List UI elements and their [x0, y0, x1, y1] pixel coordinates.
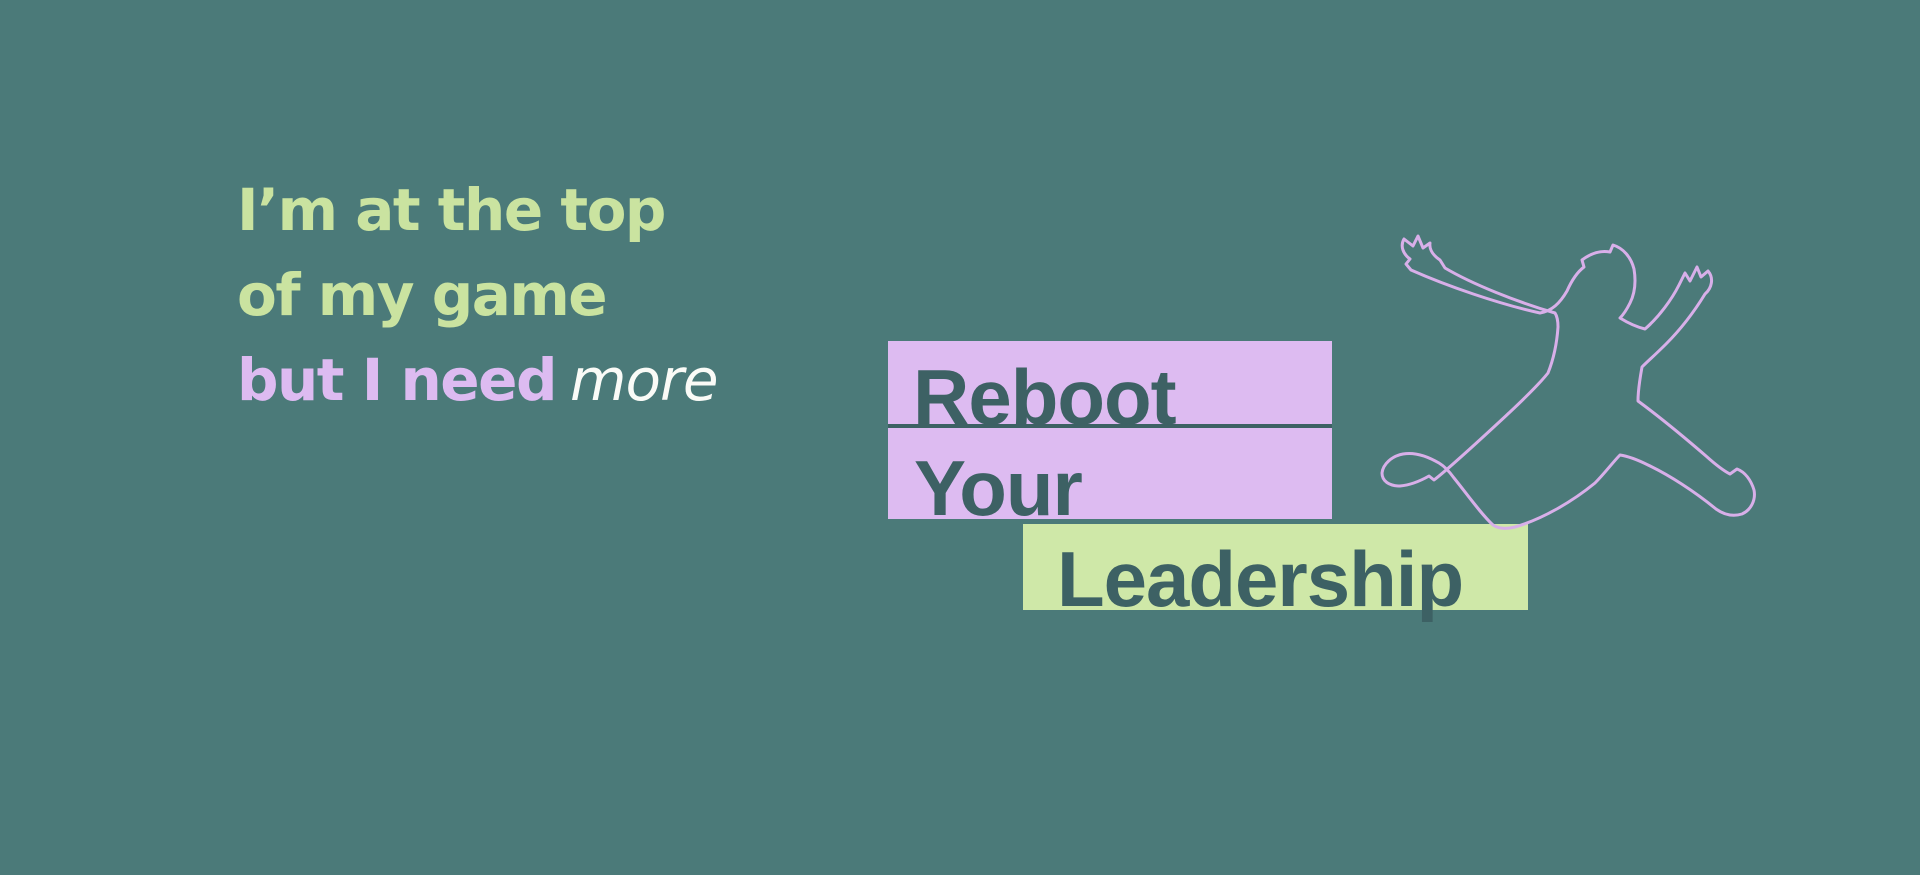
reboot-your-leadership-logo: Reboot Your Leadership — [888, 341, 1528, 618]
logo-word-your: Your — [914, 444, 1083, 532]
logo-word-leadership: Leadership — [1057, 535, 1464, 623]
quote-line-3-bold: but I need — [237, 346, 557, 414]
logo-word-reboot: Reboot — [913, 353, 1177, 441]
logo-block-leadership: Leadership — [1023, 524, 1528, 618]
logo-block-reboot: Reboot — [888, 341, 1332, 436]
logo-block-your: Your — [888, 428, 1332, 527]
quote-line-3-italic: more — [569, 346, 719, 414]
jumping-person-outline-icon — [1380, 234, 1756, 530]
logo-divider-line — [888, 424, 1332, 428]
quote-line-1: I’m at the top — [237, 176, 666, 244]
quote-line-2: of my game — [237, 261, 608, 329]
